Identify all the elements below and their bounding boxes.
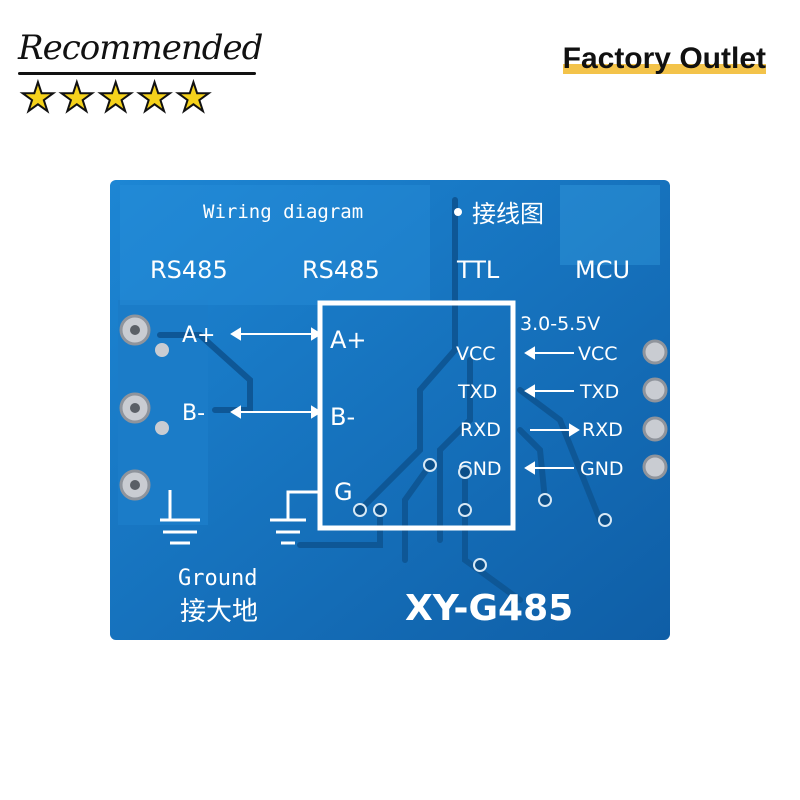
pin-hole — [130, 325, 140, 335]
mcu-pin-txd: TXD — [579, 381, 619, 403]
box-pin-g: G — [334, 478, 353, 506]
arrow-head — [524, 346, 535, 360]
right-header-pads — [642, 339, 668, 480]
star-icon: ★ — [58, 75, 96, 121]
right-arrows — [524, 346, 580, 475]
module-outline-box — [317, 300, 516, 531]
ground-label-cn: 接大地 — [180, 597, 258, 627]
ground-symbol — [286, 490, 318, 520]
via — [458, 503, 472, 517]
pin-hole — [130, 480, 140, 490]
via — [473, 558, 487, 572]
arrow-head — [569, 423, 580, 437]
pin-pad — [642, 416, 668, 442]
left-pin-b-minus: B- — [182, 401, 205, 426]
via — [353, 503, 367, 517]
badge-underline — [18, 72, 256, 75]
ttl-pin-txd: TXD — [457, 381, 497, 403]
ground-label: Ground — [178, 566, 257, 591]
arrow-head — [524, 461, 535, 475]
pcb-highlight — [560, 185, 660, 265]
star-icon: ★ — [174, 75, 212, 121]
mcu-pin-rxd: RXD — [582, 419, 623, 441]
badge-title: Recommended — [18, 28, 263, 68]
star-icon: ★ — [19, 75, 57, 121]
left-arrows — [230, 327, 322, 419]
left-pin-a-plus: A+ — [182, 323, 215, 348]
via — [598, 513, 612, 527]
via — [538, 493, 552, 507]
mcu-pin-gnd: GND — [580, 458, 624, 480]
arrow-head — [524, 384, 535, 398]
pcb-substrate — [110, 180, 670, 640]
ground-symbol — [160, 490, 200, 522]
via — [423, 458, 437, 472]
arrow-head — [311, 405, 322, 419]
pcb-highlight — [120, 185, 430, 305]
ttl-pin-vcc: VCC — [456, 343, 496, 365]
via-pad — [155, 343, 169, 357]
arrow-head — [230, 405, 241, 419]
wiring-title-cn: 接线图 — [472, 200, 544, 228]
factory-outlet-label: Factory Outlet — [562, 42, 767, 75]
header-center-rs485: RS485 — [302, 256, 380, 284]
ground-symbols — [160, 490, 318, 545]
pin-hole — [130, 403, 140, 413]
arrow-head — [311, 327, 322, 341]
star-icon: ★ — [97, 75, 135, 121]
pin-pad — [642, 454, 668, 480]
box-pin-a-plus: A+ — [330, 326, 367, 354]
arrow-head — [230, 327, 241, 341]
box-pin-b-minus: B- — [330, 403, 355, 431]
via-pad — [155, 421, 169, 435]
rating-stars: ★ ★ ★ ★ ★ — [19, 75, 212, 121]
header-mcu: MCU — [575, 256, 630, 284]
left-header-pads — [119, 314, 169, 501]
pin-pad — [642, 339, 668, 365]
pin-pad — [642, 377, 668, 403]
model-label: XY-G485 — [405, 588, 573, 629]
wiring-title: Wiring diagram — [203, 201, 363, 223]
silk-dot — [454, 208, 462, 216]
ttl-pin-rxd: RXD — [460, 419, 501, 441]
via — [458, 465, 472, 479]
mcu-pin-vcc: VCC — [578, 343, 618, 365]
voltage-label: 3.0-5.5V — [520, 313, 600, 335]
vias — [353, 458, 612, 572]
header-left-rs485: RS485 — [150, 256, 228, 284]
header-ttl: TTL — [456, 256, 500, 284]
via — [373, 503, 387, 517]
star-icon: ★ — [136, 75, 174, 121]
